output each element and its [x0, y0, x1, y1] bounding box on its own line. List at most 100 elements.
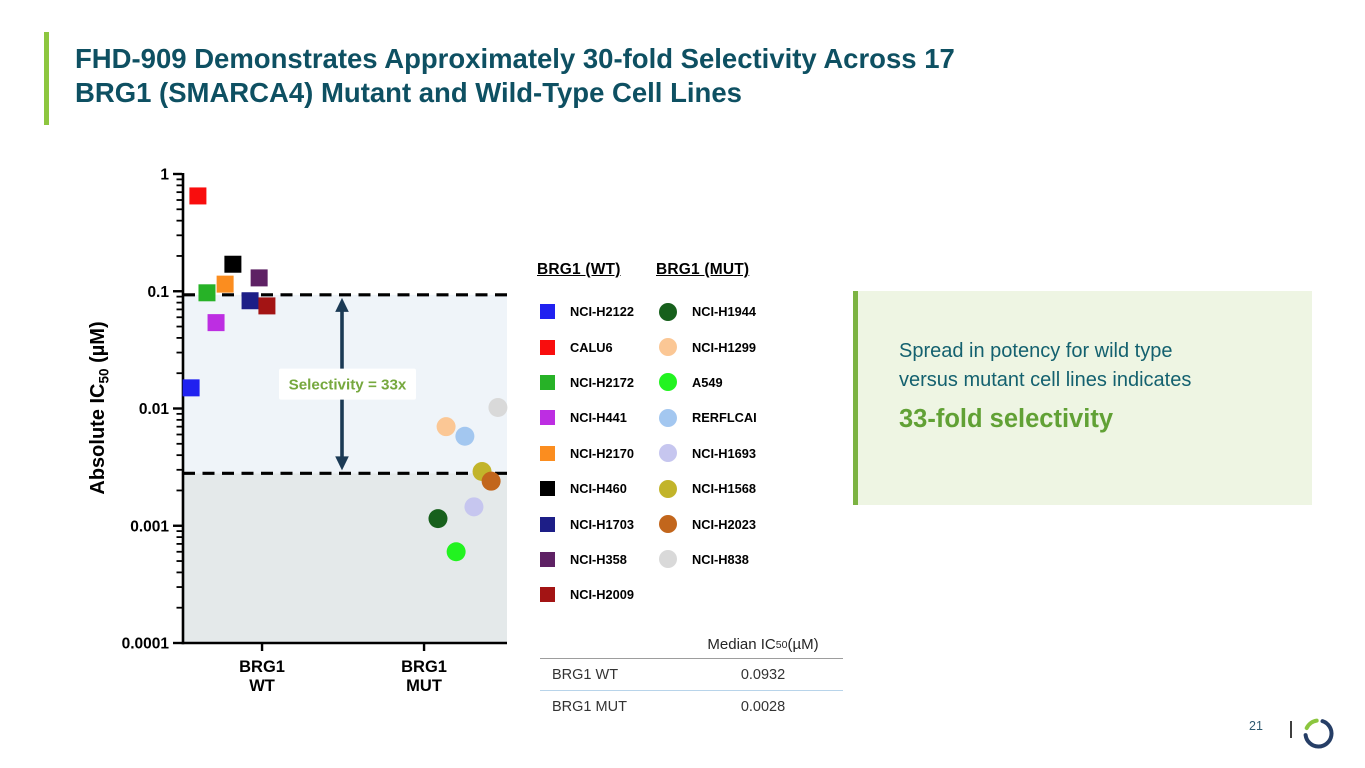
- legend-swatch-NCI-H2172: [540, 374, 555, 390]
- title-accent-bar: [44, 32, 49, 125]
- legend-swatch-CALU6: [540, 339, 555, 355]
- data-point-RERFLCAI: [455, 426, 475, 446]
- legend-label: NCI-H1299: [692, 339, 757, 355]
- table-header-text: Median IC: [707, 636, 776, 653]
- legend-item: NCI-H838: [659, 542, 757, 577]
- callout-text-line2: versus mutant cell lines indicates: [899, 369, 1192, 391]
- y-tick-label: 1: [160, 167, 169, 184]
- legend-label: NCI-H1703: [570, 516, 635, 532]
- legend-item: RERFLCAI: [659, 400, 757, 435]
- selectivity-annotation-box: [279, 368, 416, 400]
- legend-label: NCI-H1568: [692, 481, 757, 497]
- page-title-line2: BRG1 (SMARCA4) Mutant and Wild-Type Cell…: [75, 77, 742, 109]
- selectivity-annotation-label: Selectivity = 33x: [289, 377, 407, 394]
- y-axis-title: Absolute IC50 (µM): [87, 321, 112, 494]
- page-title-line1: FHD-909 Demonstrates Approximately 30-fo…: [75, 43, 955, 74]
- legend-swatch-NCI-H1568: [659, 479, 677, 498]
- legend-swatch-NCI-H1944: [659, 302, 677, 321]
- page-number: 21: [1249, 719, 1263, 733]
- data-point-NCI-H2009: [258, 297, 276, 315]
- legend-swatch-NCI-H358: [540, 551, 555, 567]
- legend-item: NCI-H2170: [540, 436, 634, 471]
- legend-label: NCI-H2170: [570, 445, 635, 461]
- legend-label: RERFLCAI: [692, 410, 757, 426]
- table-row-mut-value: 0.0028: [740, 698, 786, 715]
- page-title: FHD-909 Demonstrates Approximately 30-fo…: [75, 42, 975, 111]
- selectivity-arrow-head-down: [335, 456, 349, 471]
- legend-item: NCI-H1693: [659, 436, 757, 471]
- data-point-NCI-H1703: [241, 292, 259, 310]
- legend-label: NCI-H2023: [692, 516, 757, 532]
- legend-swatch-NCI-H1693: [659, 444, 677, 463]
- table-header-unit: (µM): [787, 636, 819, 653]
- legend-item: NCI-H1944: [659, 294, 757, 329]
- logo-ring-green-arc: [1304, 718, 1319, 731]
- table-divider-top: [540, 658, 843, 659]
- legend-swatch-NCI-H441: [540, 410, 555, 426]
- table-row-wt-value: 0.0932: [740, 666, 786, 683]
- legend-label: NCI-H1944: [692, 304, 757, 320]
- legend-item: NCI-H441: [540, 400, 634, 435]
- callout-accent-bar: [853, 291, 858, 505]
- legend-swatch-RERFLCAI: [659, 408, 677, 427]
- data-point-NCI-H441: [207, 314, 225, 332]
- y-tick-label: 0.0001: [122, 636, 170, 653]
- data-point-NCI-H358: [250, 269, 268, 287]
- legend-item: NCI-H2172: [540, 365, 634, 400]
- data-point-NCI-H2172: [198, 284, 216, 302]
- legend-item: NCI-H2122: [540, 294, 634, 329]
- y-tick-label: 0.001: [130, 518, 169, 535]
- legend-label: NCI-H441: [570, 410, 627, 426]
- legend-swatch-NCI-H2009: [540, 587, 555, 603]
- legend-item: NCI-H460: [540, 471, 634, 506]
- table-row-wt-label: BRG1 WT: [552, 666, 619, 683]
- callout-body: Spread in potency for wild type versus m…: [899, 337, 1191, 434]
- legend-item: CALU6: [540, 329, 634, 364]
- data-point-NCI-H1299: [436, 417, 456, 437]
- callout-text-line1: Spread in potency for wild type: [899, 340, 1173, 362]
- legend-label: NCI-H2172: [570, 374, 635, 390]
- legend-label: A549: [692, 374, 723, 390]
- legend-swatch-NCI-H1299: [659, 338, 677, 357]
- legend-header-wt: BRG1 (WT): [537, 261, 621, 278]
- footer-divider: [1290, 721, 1292, 738]
- legend-label: NCI-H358: [570, 551, 627, 567]
- legend-item: A549: [659, 365, 757, 400]
- legend-swatch-A549: [659, 373, 677, 392]
- logo-ring-navy-arc: [1303, 719, 1334, 749]
- legend-swatch-NCI-H460: [540, 481, 555, 497]
- data-point-NCI-H2122: [182, 379, 200, 397]
- legend-label: NCI-H1693: [692, 445, 757, 461]
- data-point-CALU6: [189, 187, 207, 205]
- legend-swatch-NCI-H1703: [540, 516, 555, 532]
- data-point-NCI-H838: [488, 397, 508, 417]
- data-point-NCI-H1693: [464, 497, 484, 517]
- company-logo-ring-icon: [1303, 718, 1334, 749]
- ic50-scatter-chart: Selectivity = 33x 1 0.1 0.01 0.001 0.0001BRG1…: [87, 167, 508, 695]
- legend-header-mut: BRG1 (MUT): [656, 261, 750, 278]
- data-point-NCI-H2170: [216, 275, 234, 293]
- legend-label: CALU6: [570, 339, 613, 355]
- legend-label: NCI-H838: [692, 551, 749, 567]
- y-tick-label: 0.1: [147, 284, 169, 301]
- legend-item: NCI-H1299: [659, 329, 757, 364]
- legend-item: NCI-H2009: [540, 577, 634, 612]
- legend-swatch-NCI-H838: [659, 550, 677, 569]
- table-header-sub: 50: [775, 638, 788, 651]
- legend-swatch-NCI-H2023: [659, 515, 677, 534]
- callout-highlight: 33-fold selectivity: [899, 405, 1113, 433]
- legend-label: NCI-H2122: [570, 304, 635, 320]
- legend-item: NCI-H358: [540, 542, 634, 577]
- legend-swatch-NCI-H2122: [540, 304, 555, 320]
- legend-item: NCI-H1703: [540, 506, 634, 541]
- selectivity-arrow-head-up: [335, 297, 349, 312]
- table-row-mut-label: BRG1 MUT: [552, 698, 627, 715]
- table-divider-mid: [540, 690, 843, 691]
- y-tick-label: 0.01: [139, 401, 170, 418]
